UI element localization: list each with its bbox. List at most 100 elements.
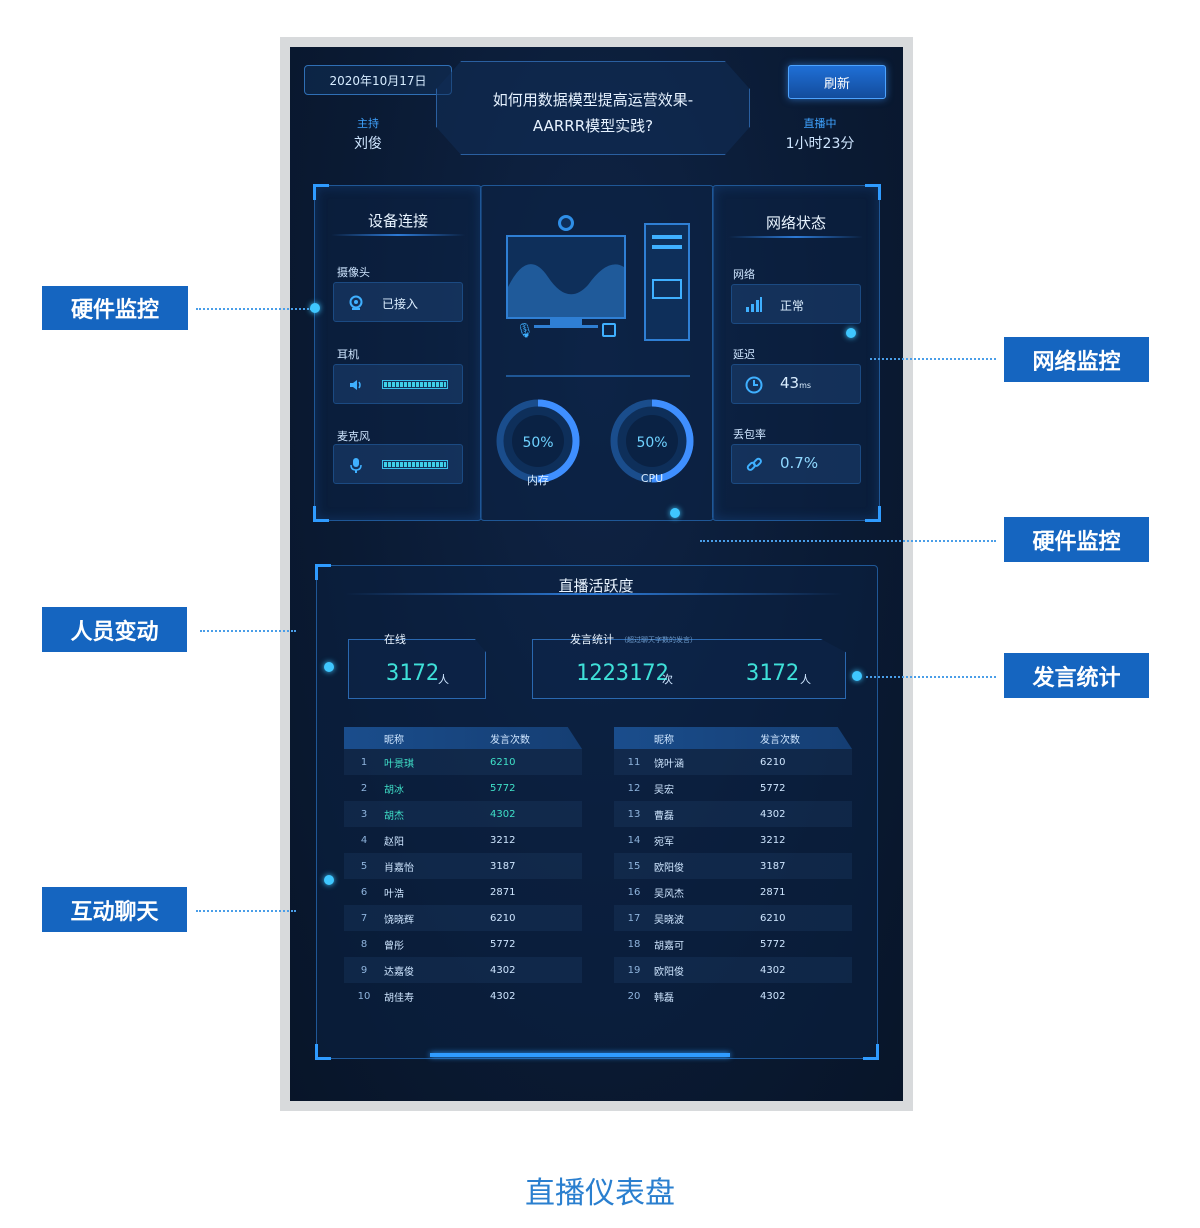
corner-deco xyxy=(315,564,331,580)
row-rank: 1 xyxy=(360,756,368,768)
row-rank: 3 xyxy=(360,808,368,820)
latency-box: 43ms xyxy=(731,364,861,404)
connector-dot xyxy=(324,875,334,885)
activity-title: 直播活跃度 xyxy=(558,577,634,595)
cpu-gauge xyxy=(608,397,696,485)
row-count: 6210 xyxy=(760,756,786,768)
connector-line xyxy=(196,308,312,310)
connector-line xyxy=(866,676,996,678)
speech-label: 发言统计 xyxy=(570,633,614,646)
row-name: 叶景琪 xyxy=(384,758,414,770)
desk-speaker-icon xyxy=(602,323,616,337)
refresh-button[interactable]: 刷新 xyxy=(788,65,886,99)
row-count: 5772 xyxy=(760,782,786,794)
row-count: 2871 xyxy=(490,886,516,898)
row-rank: 14 xyxy=(627,834,641,846)
row-rank: 8 xyxy=(360,938,368,950)
memory-gauge xyxy=(494,397,582,485)
name-header: 昵称 xyxy=(654,734,674,746)
host-name: 刘俊 xyxy=(354,136,382,152)
row-count: 3187 xyxy=(490,860,516,872)
host-label: 主持 xyxy=(357,117,379,130)
row-rank: 4 xyxy=(360,834,368,846)
network-label: 网络 xyxy=(733,268,755,281)
latency-label: 延迟 xyxy=(733,348,755,361)
table-header: 昵称 发言次数 xyxy=(344,727,582,749)
table-row: 14 宛军 3212 xyxy=(614,827,852,853)
corner-deco xyxy=(863,1044,879,1060)
network-panel: 网络状态 网络 正常 延迟 43ms 丢包率 0.7% xyxy=(712,184,881,522)
row-name: 宛军 xyxy=(654,836,674,848)
device-panel: 设备连接 摄像头 已接入 耳机 麦克风 xyxy=(313,184,482,522)
row-name: 韩磊 xyxy=(654,992,674,1004)
row-rank: 12 xyxy=(627,782,641,794)
online-unit: 人 xyxy=(438,673,449,686)
signal-icon xyxy=(744,295,764,315)
dashboard-screen: 2020年10月17日 如何用数据模型提高运营效果- AARRR模型实践? 刷新… xyxy=(290,47,903,1101)
network-status-box: 正常 xyxy=(731,284,861,324)
device-panel-title: 设备连接 xyxy=(367,212,428,230)
speech-note: （超过聊天字数的发言） xyxy=(620,636,697,644)
row-count: 4302 xyxy=(490,964,516,976)
memory-gauge-arc xyxy=(496,399,580,483)
monitor-wave xyxy=(508,264,624,317)
corner-deco xyxy=(315,1044,331,1060)
corner-deco xyxy=(865,506,881,522)
corner-deco xyxy=(313,506,329,522)
corner-deco xyxy=(865,184,881,200)
cpu-value: 50% xyxy=(636,435,668,451)
connector-line xyxy=(700,540,996,542)
microphone-icon xyxy=(346,455,366,475)
row-name: 叶浩 xyxy=(384,888,404,900)
latency-unit: ms xyxy=(799,381,812,390)
row-rank: 6 xyxy=(360,886,368,898)
connector-dot xyxy=(852,671,862,681)
row-rank: 7 xyxy=(360,912,368,924)
annotation-speech: 发言统计 xyxy=(1004,653,1149,698)
camera-icon xyxy=(346,293,366,313)
packet-loss-label: 丢包率 xyxy=(733,428,766,441)
monitor-stand xyxy=(550,319,582,325)
connector-dot xyxy=(846,328,856,338)
speech-count-unit: 次 xyxy=(662,673,673,686)
table-row: 12 吴宏 5772 xyxy=(614,775,852,801)
row-count: 4302 xyxy=(760,964,786,976)
activity-panel xyxy=(315,564,879,1060)
online-card xyxy=(348,639,486,699)
title-line-1: 如何用数据模型提高运营效果- xyxy=(492,91,694,109)
network-panel-title: 网络状态 xyxy=(765,214,826,232)
row-count: 3212 xyxy=(760,834,786,846)
name-header: 昵称 xyxy=(384,734,404,746)
count-header: 发言次数 xyxy=(760,734,800,746)
microphone-level-bar xyxy=(382,460,448,469)
row-rank: 15 xyxy=(627,860,641,872)
row-rank: 5 xyxy=(360,860,368,872)
annotation-chat: 互动聊天 xyxy=(42,887,187,932)
row-name: 饶叶涵 xyxy=(654,758,684,770)
annotation-network: 网络监控 xyxy=(1004,337,1149,382)
row-rank: 16 xyxy=(627,886,641,898)
row-count: 4302 xyxy=(490,808,516,820)
clock-icon xyxy=(744,375,764,395)
row-name: 欧阳俊 xyxy=(654,862,684,874)
camera-label: 摄像头 xyxy=(337,266,370,279)
connector-line xyxy=(196,910,296,912)
table-header: 昵称 发言次数 xyxy=(614,727,852,749)
packet-loss-box: 0.7% xyxy=(731,444,861,484)
title-underline xyxy=(729,236,863,238)
divider-line xyxy=(506,375,690,377)
row-name: 曹磊 xyxy=(654,810,674,822)
row-name: 吴宏 xyxy=(654,784,674,796)
date-display: 2020年10月17日 xyxy=(304,65,452,95)
row-name: 胡佳寿 xyxy=(384,992,414,1004)
title-line-2: AARRR模型实践? xyxy=(532,117,654,135)
microphone-label: 麦克风 xyxy=(337,430,370,443)
